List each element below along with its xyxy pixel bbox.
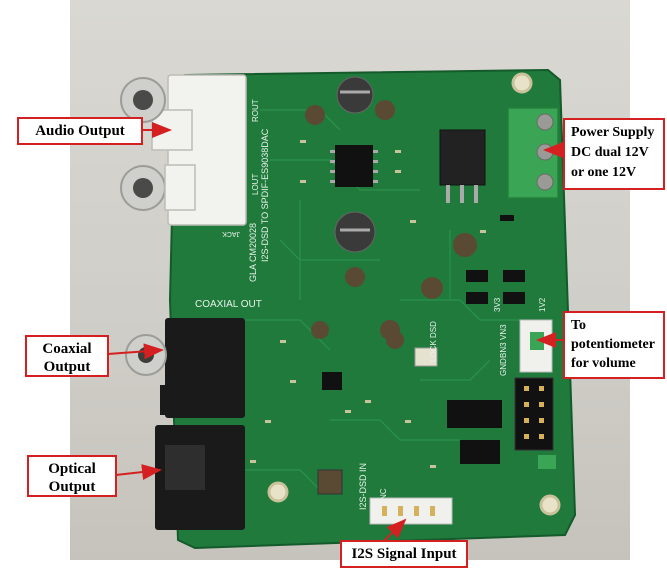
- pcb-traces: [230, 109, 520, 491]
- logic-ics: [447, 400, 502, 464]
- arrow-optical-output: [115, 464, 162, 480]
- silk-3v3: 3V3: [493, 297, 502, 312]
- silkscreen-text: COAXIAL OUT I2S-DSD TO SPDIF-ES9038DAC G…: [195, 99, 547, 510]
- label-power-supply-line3: or one 12V: [571, 165, 637, 180]
- label-potentiometer-line1: To: [571, 318, 587, 333]
- electrolytic-capacitors: [305, 76, 477, 349]
- arrow-coaxial-output: [107, 343, 164, 360]
- silk-lock-dsd: LOCK DSD: [429, 321, 438, 362]
- label-potentiometer-line2: potentiometer: [571, 337, 655, 352]
- power-terminal-block: [507, 107, 559, 199]
- opamp-dip8: [330, 145, 378, 187]
- sot-regulators: [466, 270, 525, 304]
- smd-capacitor: [317, 469, 343, 495]
- silk-vn3: VN3: [499, 324, 508, 340]
- silk-nc: NC: [379, 488, 388, 500]
- dac-chip: [322, 372, 342, 390]
- callout-coaxial-output: Coaxial Output: [25, 335, 109, 377]
- label-power-supply-line1: Power Supply: [571, 125, 655, 140]
- label-coaxial-line1: Coaxial: [42, 341, 92, 357]
- label-i2s-input: I2S Signal Input: [351, 546, 457, 562]
- silk-rout: ROUT: [251, 99, 260, 122]
- silk-lout: LOUT: [251, 174, 260, 195]
- silk-gnd: GND: [499, 358, 508, 376]
- audio-output-rca-jacks: [120, 74, 247, 226]
- label-optical-line1: Optical: [48, 461, 96, 477]
- callout-i2s-input: I2S Signal Input: [340, 540, 468, 568]
- optical-output-jack: [155, 425, 245, 530]
- callout-audio-output: Audio Output: [17, 117, 143, 145]
- callout-potentiometer: To potentiometer for volume: [563, 311, 665, 379]
- label-audio-output: Audio Output: [35, 123, 125, 139]
- crystal-oscillator: [414, 347, 438, 367]
- jumper: [538, 455, 556, 469]
- callout-power-supply: Power Supply DC dual 12V or one 12V: [563, 118, 665, 190]
- voltage-regulator: [439, 129, 486, 203]
- label-power-supply-line2: DC dual 12V: [571, 145, 649, 160]
- silk-1v2: 1V2: [538, 297, 547, 312]
- silk-coaxial-out: COAXIAL OUT: [195, 299, 262, 310]
- callout-optical-output: Optical Output: [27, 455, 117, 497]
- pin-header-j5: [514, 377, 554, 451]
- potentiometer-connector: [519, 319, 553, 373]
- label-coaxial-line2: Output: [43, 359, 91, 375]
- i2s-input-connector: [369, 497, 453, 525]
- silk-i2s-header: I2S-DSD IN: [358, 463, 368, 510]
- smd-parts: [250, 140, 514, 468]
- coaxial-output-jack: [125, 318, 245, 418]
- silk-bn3: BN3: [499, 342, 508, 358]
- silk-jack: JACK: [222, 230, 240, 237]
- silk-board-name: I2S-DSD TO SPDIF-ES9038DAC: [260, 128, 270, 262]
- label-optical-line2: Output: [48, 479, 96, 495]
- label-potentiometer-line3: for volume: [571, 356, 636, 371]
- silk-board-model: GLA CM20028: [248, 223, 258, 282]
